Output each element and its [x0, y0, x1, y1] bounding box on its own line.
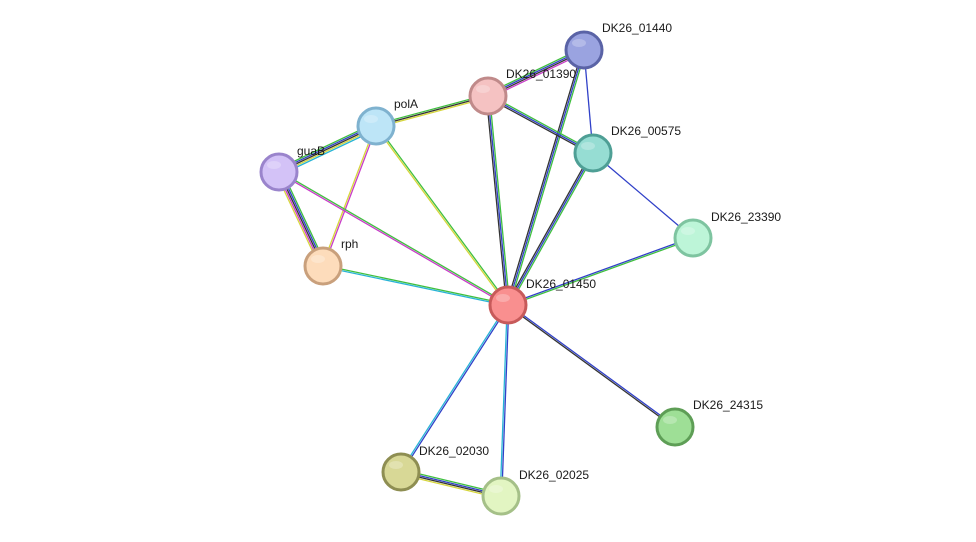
- node-DK26_24315[interactable]: DK26_24315: [655, 398, 763, 447]
- node-label: DK26_02025: [519, 468, 589, 482]
- edge-evidence-line: [507, 305, 675, 429]
- node-DK26_23390[interactable]: DK26_23390: [673, 210, 781, 258]
- node-circle[interactable]: [573, 133, 613, 173]
- node-label: DK26_01390: [506, 67, 576, 81]
- node-highlight: [267, 161, 281, 169]
- node-highlight: [496, 294, 510, 302]
- node-highlight: [364, 115, 378, 123]
- edge-evidence-line: [323, 126, 378, 267]
- node-circle[interactable]: [381, 452, 421, 492]
- edge-DK26_01450-DK26_02030: [399, 304, 510, 473]
- edge-evidence-line: [399, 304, 508, 472]
- edge-evidence-line: [488, 94, 595, 153]
- node-circle[interactable]: [259, 152, 299, 192]
- edge-DK26_01450-DK26_02025: [499, 304, 510, 497]
- node-label: guaB: [297, 144, 325, 158]
- node-circle[interactable]: [468, 76, 508, 116]
- edge-evidence-line: [505, 49, 584, 305]
- node-guaB[interactable]: guaB: [259, 144, 325, 192]
- node-label: polA: [394, 97, 418, 111]
- node-label: DK26_01440: [602, 21, 672, 35]
- node-polA[interactable]: polA: [356, 97, 418, 146]
- node-DK26_02025[interactable]: DK26_02025: [481, 468, 589, 516]
- edge-evidence-line: [507, 152, 594, 306]
- edge-evidence-line: [507, 49, 585, 306]
- edge-polA-DK26_01450: [374, 125, 510, 306]
- node-label: DK26_01450: [526, 277, 596, 291]
- edge-evidence-line: [278, 172, 508, 307]
- edge-evidence-line: [508, 153, 595, 307]
- node-circle[interactable]: [673, 218, 713, 258]
- edge-evidence-line: [323, 264, 509, 305]
- edge-evidence-line: [374, 126, 508, 306]
- edge-polA-rph: [321, 125, 378, 267]
- edge-evidence-line: [508, 50, 587, 306]
- edges-layer: [275, 47, 694, 499]
- edge-DK26_23390-DK26_01450: [507, 236, 694, 307]
- edge-DK26_01390-DK26_01450: [485, 95, 511, 306]
- edge-evidence-line: [322, 266, 508, 307]
- edge-evidence-line: [592, 152, 694, 239]
- node-DK26_02030[interactable]: DK26_02030: [381, 444, 489, 492]
- edge-guaB-DK26_01450: [278, 170, 509, 307]
- node-highlight: [572, 39, 586, 47]
- node-circle[interactable]: [488, 285, 528, 325]
- node-highlight: [681, 227, 695, 235]
- edge-evidence-line: [401, 305, 510, 473]
- node-label: rph: [341, 237, 358, 251]
- node-circle[interactable]: [356, 106, 396, 146]
- edge-DK26_01450-DK26_24315: [507, 303, 676, 429]
- edge-evidence-line: [508, 238, 694, 307]
- node-highlight: [311, 255, 325, 263]
- node-label: DK26_24315: [693, 398, 763, 412]
- edge-DK26_00575-DK26_23390: [592, 152, 694, 239]
- edge-evidence-line: [488, 95, 511, 305]
- node-label: DK26_23390: [711, 210, 781, 224]
- edge-evidence-line: [279, 170, 509, 305]
- edge-evidence-line: [376, 125, 510, 305]
- edge-evidence-line: [501, 305, 510, 497]
- node-highlight: [389, 461, 403, 469]
- edge-evidence-line: [486, 96, 593, 155]
- edge-DK26_01440-DK26_01450: [505, 49, 587, 306]
- node-highlight: [663, 416, 677, 424]
- node-highlight: [476, 85, 490, 93]
- edge-evidence-line: [508, 303, 676, 427]
- edge-DK26_00575-DK26_01450: [506, 151, 595, 307]
- edge-evidence-line: [499, 304, 508, 496]
- node-DK26_01440[interactable]: DK26_01440: [564, 21, 672, 70]
- node-label: DK26_02030: [419, 444, 489, 458]
- edge-evidence-line: [485, 96, 508, 306]
- node-circle[interactable]: [303, 246, 343, 286]
- node-label: DK26_00575: [611, 124, 681, 138]
- edge-evidence-line: [507, 236, 693, 305]
- edge-DK26_01390-DK26_00575: [486, 94, 595, 155]
- edge-evidence-line: [321, 125, 376, 266]
- node-highlight: [581, 142, 595, 150]
- node-DK26_01390[interactable]: DK26_01390: [468, 67, 576, 116]
- node-circle[interactable]: [655, 407, 695, 447]
- edge-rph-DK26_01450: [322, 264, 509, 307]
- node-rph[interactable]: rph: [303, 237, 358, 286]
- edge-evidence-line: [487, 95, 509, 306]
- node-circle[interactable]: [481, 476, 521, 516]
- node-circle[interactable]: [564, 30, 604, 70]
- edge-evidence-line: [487, 95, 594, 154]
- node-highlight: [489, 485, 503, 493]
- node-DK26_01450[interactable]: DK26_01450: [488, 277, 596, 325]
- node-DK26_00575[interactable]: DK26_00575: [573, 124, 681, 173]
- edge-evidence-line: [506, 151, 593, 305]
